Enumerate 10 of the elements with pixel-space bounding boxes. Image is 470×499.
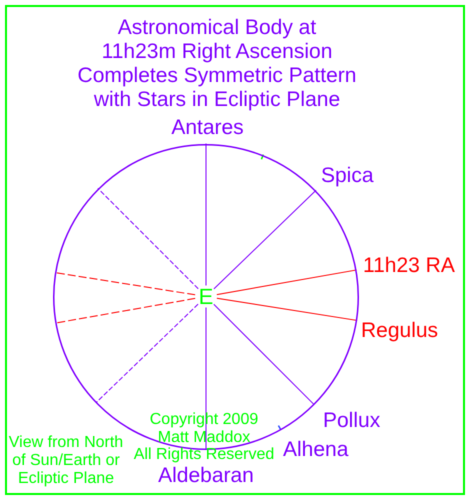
star-name: Aldebaran xyxy=(158,464,254,488)
center-label: E xyxy=(198,286,214,308)
star-name: Pollux xyxy=(323,409,380,433)
right-ascension-label: 11h23 RA xyxy=(363,254,455,278)
star-name: Antares xyxy=(171,116,244,140)
star-name: Regulus xyxy=(361,319,438,343)
star-name: Alhena xyxy=(283,438,348,462)
star-name: Spica xyxy=(321,164,374,188)
diagram-title: Astronomical Body at 11h23m Right Ascension Completes Symmetric Pattern with Stars in Ecliptic Plane xyxy=(78,16,356,112)
view-note: View from North of Sun/Earth or Ecliptic Plane xyxy=(8,434,124,488)
